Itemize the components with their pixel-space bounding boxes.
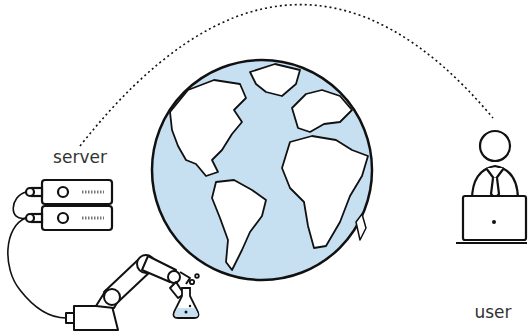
user-node: user [458,120,528,322]
cable [8,192,66,318]
dotted-connection [80,5,493,146]
user-icon [456,131,527,243]
globe [152,60,372,280]
flask [174,274,199,318]
icon-label: user [474,303,511,322]
server-node: server [40,148,120,234]
robot-arm [66,255,190,330]
icon-label: server [53,148,107,167]
server-icon [26,180,112,230]
